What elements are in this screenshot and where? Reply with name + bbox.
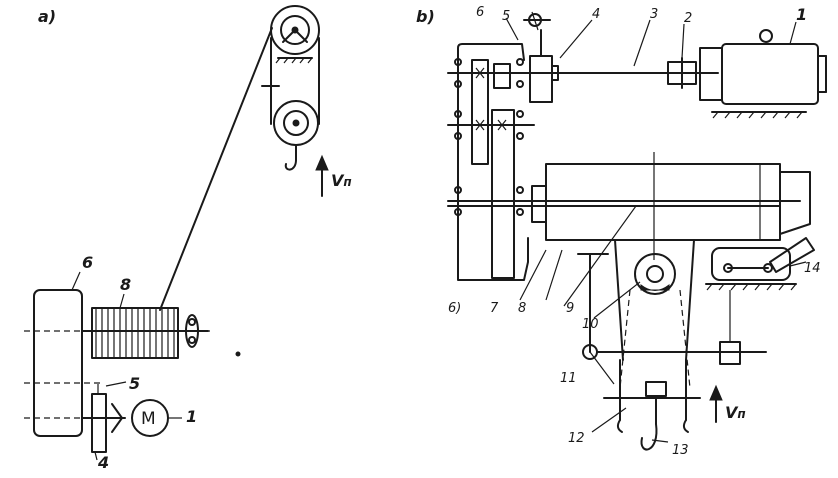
label-a-6: 6 (82, 253, 93, 272)
motor-label: M (141, 409, 156, 429)
label-b-11: 11 (560, 371, 577, 386)
label-b-14: 14 (804, 261, 821, 276)
label-b-6: 6 (476, 5, 484, 20)
label-b-8: 8 (518, 301, 526, 316)
large-gear (33, 289, 83, 437)
panel-a-label: a) (38, 7, 56, 26)
brake-coupling (529, 55, 553, 103)
label-b-7: 7 (490, 301, 499, 316)
limit-switch (705, 237, 815, 365)
label-b-1: 1 (796, 5, 807, 24)
hoist-rope (159, 27, 273, 311)
label-a-4: 4 (97, 453, 109, 472)
label-a-1: 1 (186, 407, 197, 426)
pinion-gear (91, 393, 107, 453)
label-b-2: 2 (684, 11, 692, 26)
label-b-13: 13 (672, 443, 689, 458)
equalizer-pulley (634, 253, 676, 295)
panel-b: b) (416, 5, 827, 458)
label-b-12: 12 (568, 431, 585, 446)
panel-b-label: b) (416, 7, 435, 26)
speed-label-a: Vп (331, 171, 352, 190)
electric-motor (699, 29, 827, 119)
hook-traverse (603, 359, 701, 451)
panel-a: a) Vп (24, 5, 352, 472)
label-a-8: 8 (120, 275, 131, 294)
label-b-9: 9 (566, 301, 574, 316)
label-b-10: 10 (582, 317, 599, 332)
label-a-5: 5 (129, 374, 140, 393)
label-b-6-alt: 6) (448, 301, 461, 316)
speed-label-b: Vп (725, 403, 746, 422)
speed-arrow-a: Vп (315, 154, 352, 197)
speed-arrow-b: Vп (709, 384, 746, 423)
top-sheave (270, 5, 320, 64)
label-b-5: 5 (502, 9, 510, 24)
hook-block (261, 37, 320, 171)
rope-drum (81, 307, 209, 359)
bearings (454, 58, 524, 216)
gearbox-casing (457, 43, 529, 281)
label-b-3: 3 (650, 7, 658, 22)
label-b-4: 4 (592, 7, 600, 22)
